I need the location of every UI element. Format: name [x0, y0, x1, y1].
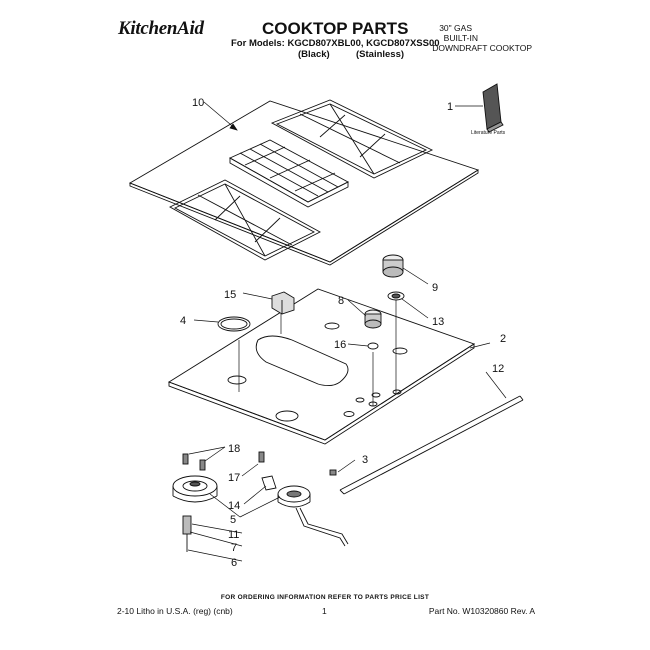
callout-11: 11: [228, 529, 239, 541]
callout-4: 4: [180, 315, 186, 327]
product-description-line-2: BUILT-IN: [443, 33, 478, 43]
page-title: COOKTOP PARTS: [262, 19, 409, 38]
callout-14: 14: [228, 500, 240, 512]
callout-10: 10: [192, 97, 204, 109]
callout-8: 8: [338, 295, 344, 307]
print-info: 2-10 Litho in U.S.A. (reg) (cnb): [117, 606, 233, 616]
callout-3: 3: [362, 454, 368, 466]
left-grate: [169, 179, 321, 261]
cooktop-panel: [167, 288, 476, 445]
grate-box-outline: [128, 100, 480, 263]
screw-18a: [182, 453, 189, 465]
callout-9: 9: [432, 282, 438, 294]
variant-black: (Black): [298, 49, 330, 60]
callout-2: 2: [500, 333, 506, 345]
knob-small: [364, 309, 382, 329]
center-grate: [229, 139, 349, 208]
right-grate: [270, 99, 434, 179]
screw: [329, 469, 337, 476]
electrode: [182, 515, 192, 552]
grate-box-edge: [129, 169, 479, 266]
callout-18: 18: [228, 443, 240, 455]
callout-6: 6: [231, 557, 237, 569]
screw-17: [258, 451, 265, 463]
side-trim: [339, 395, 524, 495]
callout-17: 17: [228, 472, 240, 484]
screw-18b: [199, 459, 206, 471]
bracket-14: [261, 475, 277, 491]
bezel-16: [367, 342, 379, 350]
product-description-line-1: 30" GAS: [439, 23, 472, 33]
part-number: Part No. W10320860 Rev. A: [428, 606, 535, 616]
switch-part: [271, 291, 295, 315]
model-numbers: For Models: KGCD807XBL00, KGCD807XSS00: [231, 38, 440, 49]
callout-5: 5: [230, 514, 236, 526]
burner-base: [172, 475, 218, 503]
callout-15: 15: [224, 289, 236, 301]
leader-lines: [187, 101, 507, 562]
product-description-line-3: DOWNDRAFT COOKTOP: [432, 43, 532, 53]
callout-12: 12: [492, 363, 504, 375]
ordering-note: FOR ORDERING INFORMATION REFER TO PARTS …: [220, 594, 430, 601]
brand-logo: KitchenAid: [118, 18, 204, 39]
literature-label: Literature Parts: [471, 130, 506, 136]
callout-7: 7: [231, 542, 237, 554]
literature-book: [482, 83, 504, 133]
variant-stainless: (Stainless): [356, 49, 405, 60]
knob-large: [382, 254, 404, 278]
callout-16: 16: [334, 339, 346, 351]
callout-1: 1: [447, 101, 453, 113]
callout-13: 13: [432, 316, 444, 328]
burner-right: [277, 485, 349, 547]
burner-ring: [217, 316, 251, 332]
page-number: 1: [322, 606, 327, 616]
